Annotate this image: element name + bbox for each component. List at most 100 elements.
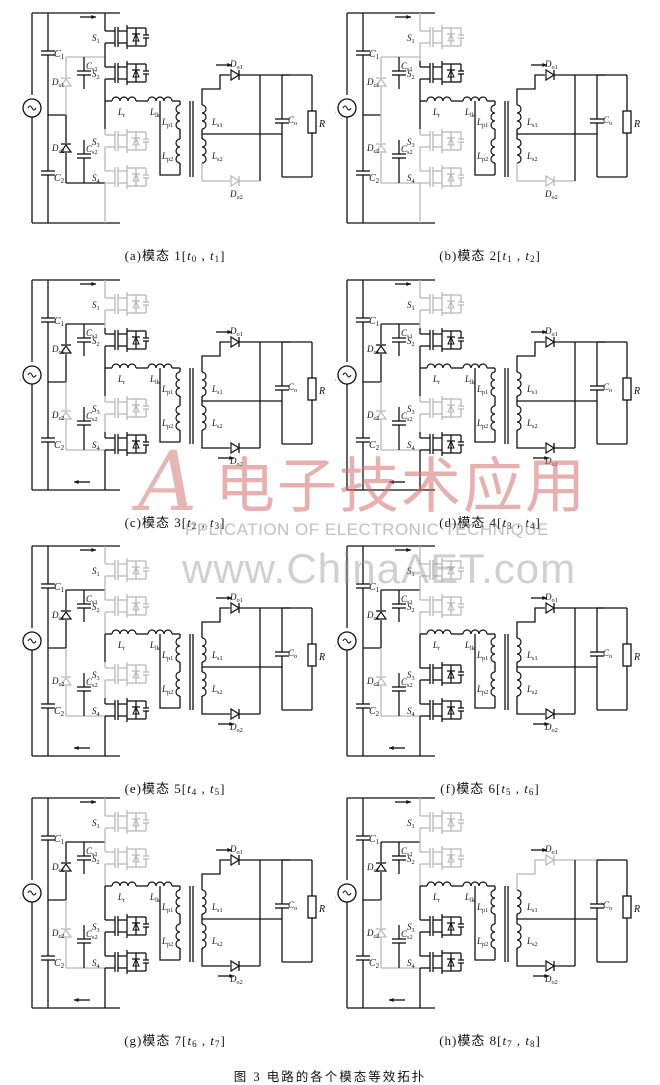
diode-do2 (230, 959, 241, 973)
label-s2: S2 (407, 69, 415, 81)
switch-s3 (104, 662, 149, 686)
do2-wire (201, 948, 230, 967)
panel-caption: (e)模态 5[t4 , t5] (20, 778, 330, 797)
current-arrow-head (91, 15, 96, 19)
inductor-ls2 (516, 671, 522, 697)
label-c2: C2 (54, 440, 65, 452)
inductor-ls2 (201, 138, 207, 164)
switch-s2 (104, 846, 149, 870)
switch-s2 (419, 846, 464, 870)
label-lr: Lr (117, 892, 126, 904)
caption-t: t (187, 1033, 193, 1048)
label-dc2: Dc2 (366, 928, 379, 940)
label-do1: Do1 (544, 592, 558, 604)
circuit-f: UinC1C2Dc1Dc2Cs1Cs2S1S2S3S4LrLlkLp1Lp2Ls… (335, 545, 640, 757)
diode-dc2 (59, 410, 73, 420)
do2-wire (201, 430, 230, 449)
label-r: R (318, 386, 325, 397)
label-uin: Uin (20, 637, 21, 649)
switch-s4 (419, 165, 464, 189)
diode-do2 (545, 174, 556, 188)
caption-suffix: ] (220, 515, 226, 530)
caption-suffix: ] (535, 248, 541, 263)
label-lp2: Lp2 (476, 151, 488, 163)
tx-return (474, 634, 495, 709)
label-s4: S4 (92, 440, 101, 452)
label-lp2: Lp2 (161, 151, 173, 163)
current-arrow-head (91, 800, 96, 804)
current-arrow-head (229, 974, 234, 978)
tx-return (159, 368, 180, 443)
resistor-r (622, 895, 632, 919)
label-s4: S4 (92, 706, 101, 718)
current-arrow-head (229, 722, 234, 726)
label-dc1: Dc1 (51, 77, 64, 89)
diode-do1 (230, 601, 241, 615)
caption-suffix: ] (535, 1033, 541, 1048)
inductor-lp1 (175, 371, 181, 397)
do2-wire (201, 163, 230, 182)
inductor-lr (426, 881, 452, 887)
source-symbol (27, 372, 37, 378)
panel-a: UinC1C2Dc1Dc2Cs1Cs2S1S2S3S4LrLlkLp1Lp2Ls… (20, 5, 330, 265)
label-uin: Uin (20, 371, 21, 383)
label-dc2: Dc2 (51, 143, 64, 155)
label-dc1: Dc1 (366, 862, 379, 874)
caption-t-sub: 6 (528, 787, 535, 797)
caption-t-sub: 5 (505, 787, 512, 797)
label-s1: S1 (92, 566, 100, 578)
panel-caption: (c)模态 3[t2 , t3] (20, 512, 330, 531)
diode-dc1 (374, 344, 388, 354)
switch-s1 (419, 25, 464, 49)
caption-suffix: ] (220, 248, 226, 263)
switch-s3 (419, 662, 464, 686)
label-ls2: Ls2 (211, 936, 223, 948)
resistor-r (307, 895, 317, 919)
label-ls1: Ls1 (211, 650, 223, 662)
label-dc1: Dc1 (51, 862, 64, 874)
label-dc2: Dc2 (366, 143, 379, 155)
current-arrow-head (544, 722, 549, 726)
switch-s1 (419, 810, 464, 834)
diode-dc1 (374, 610, 388, 620)
inductor-lr (426, 629, 452, 635)
panel-f: UinC1C2Dc1Dc2Cs1Cs2S1S2S3S4LrLlkLp1Lp2Ls… (335, 538, 645, 798)
label-llk: Llk (464, 374, 476, 386)
label-s1: S1 (92, 818, 100, 830)
label-ls1: Ls1 (211, 902, 223, 914)
label-ls2: Ls2 (526, 684, 538, 696)
caption-t: t (210, 1033, 215, 1048)
current-arrow-head (227, 848, 232, 852)
do1-wire (201, 859, 230, 890)
label-lr: Lr (117, 107, 126, 119)
resistor-r (622, 377, 632, 401)
current-arrow-head (74, 746, 79, 750)
caption-t: t (187, 781, 192, 796)
label-do1: Do1 (229, 844, 243, 856)
label-ls1: Ls1 (211, 117, 223, 129)
diode-do2 (545, 441, 556, 455)
diode-dc2 (374, 928, 388, 938)
tx-return (474, 368, 495, 443)
diode-dc2 (59, 143, 73, 153)
label-s4: S4 (407, 958, 416, 970)
switch-s2 (419, 594, 464, 618)
source-symbol (342, 638, 352, 644)
caption-t: t (502, 515, 508, 530)
circuit-e: UinC1C2Dc1Dc2Cs1Cs2S1S2S3S4LrLlkLp1Lp2Ls… (20, 545, 325, 757)
inductor-ls1 (201, 104, 207, 130)
label-ls1: Ls1 (211, 384, 223, 396)
caption-t-sub: 4 (529, 521, 536, 531)
label-s2: S2 (92, 602, 100, 614)
inductor-ls2 (516, 923, 522, 949)
diode-dc1 (374, 862, 388, 872)
label-llk: Llk (149, 640, 161, 652)
diode-dc2 (374, 410, 388, 420)
inductor-lp2 (175, 923, 181, 949)
label-llk: Llk (149, 374, 161, 386)
label-lp1: Lp1 (161, 902, 173, 914)
label-lp1: Lp1 (161, 117, 173, 129)
inductor-ls1 (516, 104, 522, 130)
label-cs2: Cs2 (86, 677, 98, 689)
label-ls1: Ls1 (526, 902, 538, 914)
